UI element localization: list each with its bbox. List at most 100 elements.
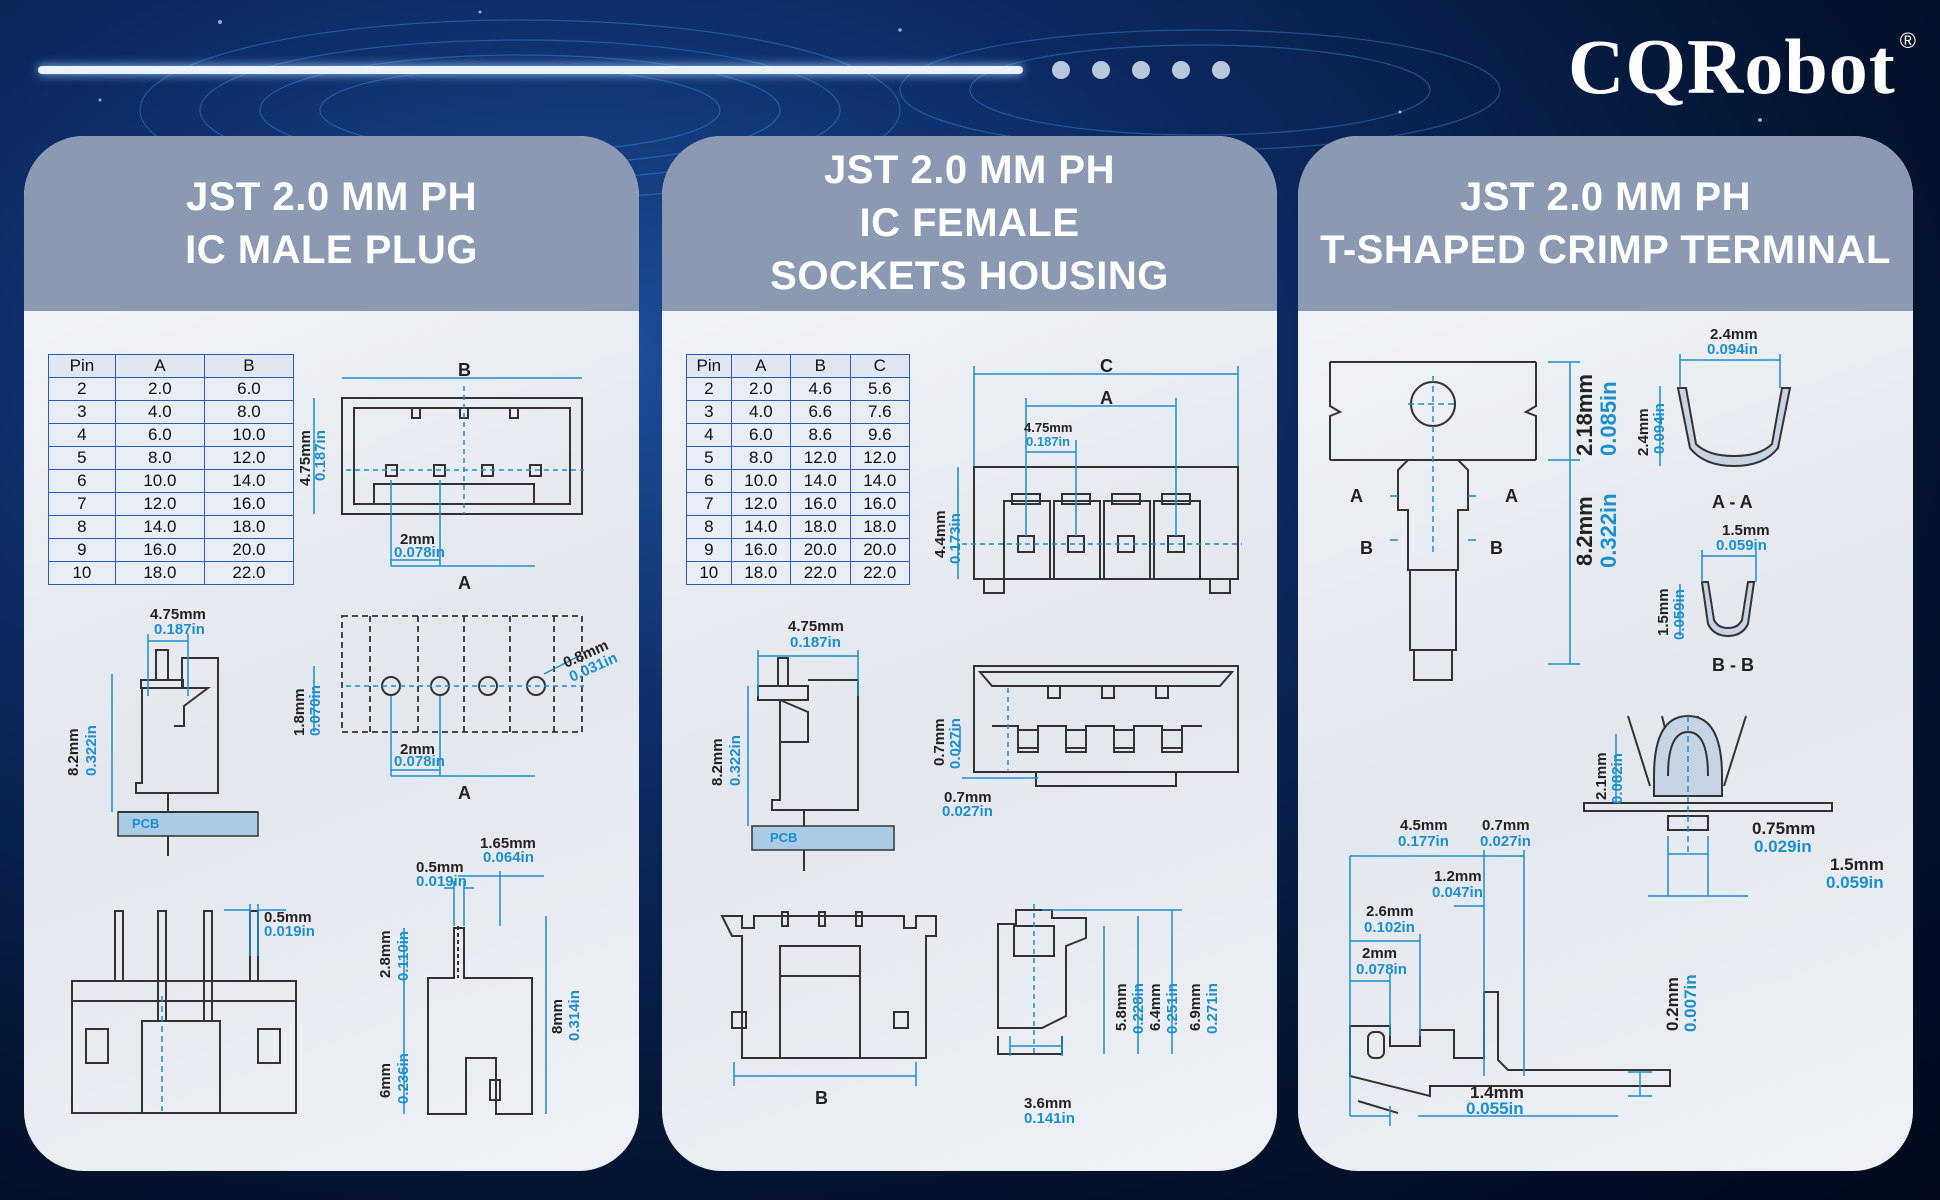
brand-name: CQRobot [1568,23,1896,110]
table-cell: 12.0 [203,446,295,470]
top-progress-bar [38,66,1023,74]
table-header-cell: B [203,354,295,378]
table-cell: 3 [686,400,732,424]
dim-base-in: 0.027in [942,803,993,820]
table-cell: 9.6 [849,423,911,447]
dim-side-height-mm: 8.2mm [709,738,726,786]
dim-bb-width-in: 0.059in [1716,537,1767,554]
table-cell: 2 [686,377,732,401]
pager-dot[interactable] [1212,61,1230,79]
table-cell: 12.0 [730,492,792,516]
panel-female-housing: JST 2.0 MM PH IC FEMALE SOCKETS HOUSING … [662,136,1277,1171]
dim-pitch-in: 0.078in [394,544,445,561]
dim-bb-height-in: 0.059in [1671,589,1688,640]
table-cell: 20.0 [203,538,295,562]
dim-2-mm: 2mm [1362,945,1397,962]
pcb-label: PCB [770,830,797,845]
dim-pin-thick-mm: 0.5mm [264,909,312,926]
dim-28-in: 0.110in [395,931,412,981]
registered-mark: ® [1899,28,1917,53]
table-cell: 22.0 [790,561,851,585]
crimp-terminal-drawings: A A B B 2.18mm 0.085in 8.2mm 0.322in 2.4… [1329,326,1884,1126]
table-cell: 6 [48,469,116,493]
pager-dot[interactable] [1132,61,1150,79]
table-cell: 6.0 [730,423,792,447]
dim-02-mm: 0.2mm [1663,977,1682,1031]
dim-label-b: B [815,1088,828,1108]
dim-aa-width-in: 0.094in [1707,341,1758,358]
table-cell: 14.0 [730,515,792,539]
dim-width-in: 0.187in [790,634,841,651]
dim-21-mm: 2.1mm [1593,752,1610,800]
dim-82-in: 0.322in [1596,493,1621,568]
dim-pitch-mm: 2mm [400,531,435,548]
dim-58-in: 0.228in [1130,983,1147,1034]
dim-8-mm: 8mm [549,999,566,1034]
dim-165-mm: 1.65mm [480,835,536,852]
dim-58-mm: 5.8mm [1113,983,1130,1031]
table-cell: 16.0 [790,492,851,516]
dim-165-in: 0.064in [483,849,534,866]
dim-width-mm: 4.75mm [788,618,844,635]
dim-075-in: 0.029in [1754,837,1812,856]
table-cell: 10.0 [203,423,295,447]
dim-26-in: 0.102in [1364,919,1415,936]
pager-dots[interactable] [1052,61,1230,79]
dim-bb-width-mm: 1.5mm [1722,522,1770,539]
section-mark-a-right: A [1505,486,1518,506]
dim-row-in: 0.070in [307,685,324,736]
dim-row-mm: 1.8mm [291,688,308,736]
table-cell: 16.0 [730,538,792,562]
table-cell: 10.0 [114,469,205,493]
table-cell: 9 [686,538,732,562]
female-housing-drawings: C A 4.75mm 0.187in 4.4mm 0.173in PCB 4.7… [709,356,1242,1127]
table-cell: 16.0 [114,538,205,562]
dim-45-in: 0.177in [1398,833,1449,850]
dim-depth-in: 0.141in [1024,1110,1075,1127]
table-cell: 2.0 [114,377,205,401]
table-cell: 8 [48,515,116,539]
dim-bb-height-mm: 1.5mm [1655,588,1672,636]
pager-dot[interactable] [1092,61,1110,79]
pager-dot[interactable] [1172,61,1190,79]
panel-title: JST 2.0 MM PH T-SHAPED CRIMP TERMINAL [1320,174,1891,272]
panel-header: JST 2.0 MM PH T-SHAPED CRIMP TERMINAL [1298,136,1913,311]
table-cell: 8.0 [114,446,205,470]
table-cell: 9 [48,538,116,562]
table-cell: 7 [48,492,116,516]
dim-pin-05-in: 0.019in [416,873,467,890]
dim-aa-width-mm: 2.4mm [1710,326,1758,343]
pager-dot[interactable] [1052,61,1070,79]
table-cell: 16.0 [203,492,295,516]
dim-12-in: 0.047in [1432,884,1483,901]
dim-pitch-mm: 4.75mm [1024,420,1072,435]
dim-height-in: 0.187in [312,430,329,481]
table-cell: 3 [48,400,116,424]
panel-title: JST 2.0 MM PH IC MALE PLUG [185,174,478,272]
table-cell: 12.0 [849,446,911,470]
dim-side-height-in: 0.322in [727,735,744,786]
dim-side-height-mm: 8.2mm [65,728,82,776]
dim-69-mm: 6.9mm [1187,983,1204,1031]
table-cell: 6.0 [203,377,295,401]
pcb-board [117,811,259,837]
table-cell: 5 [48,446,116,470]
dim-15b-mm: 1.5mm [1830,855,1884,874]
dim-64-mm: 6.4mm [1147,983,1164,1031]
section-label-bb: B - B [1712,655,1754,675]
dim-218-mm: 2.18mm [1572,374,1597,456]
table-cell: 18.0 [730,561,792,585]
